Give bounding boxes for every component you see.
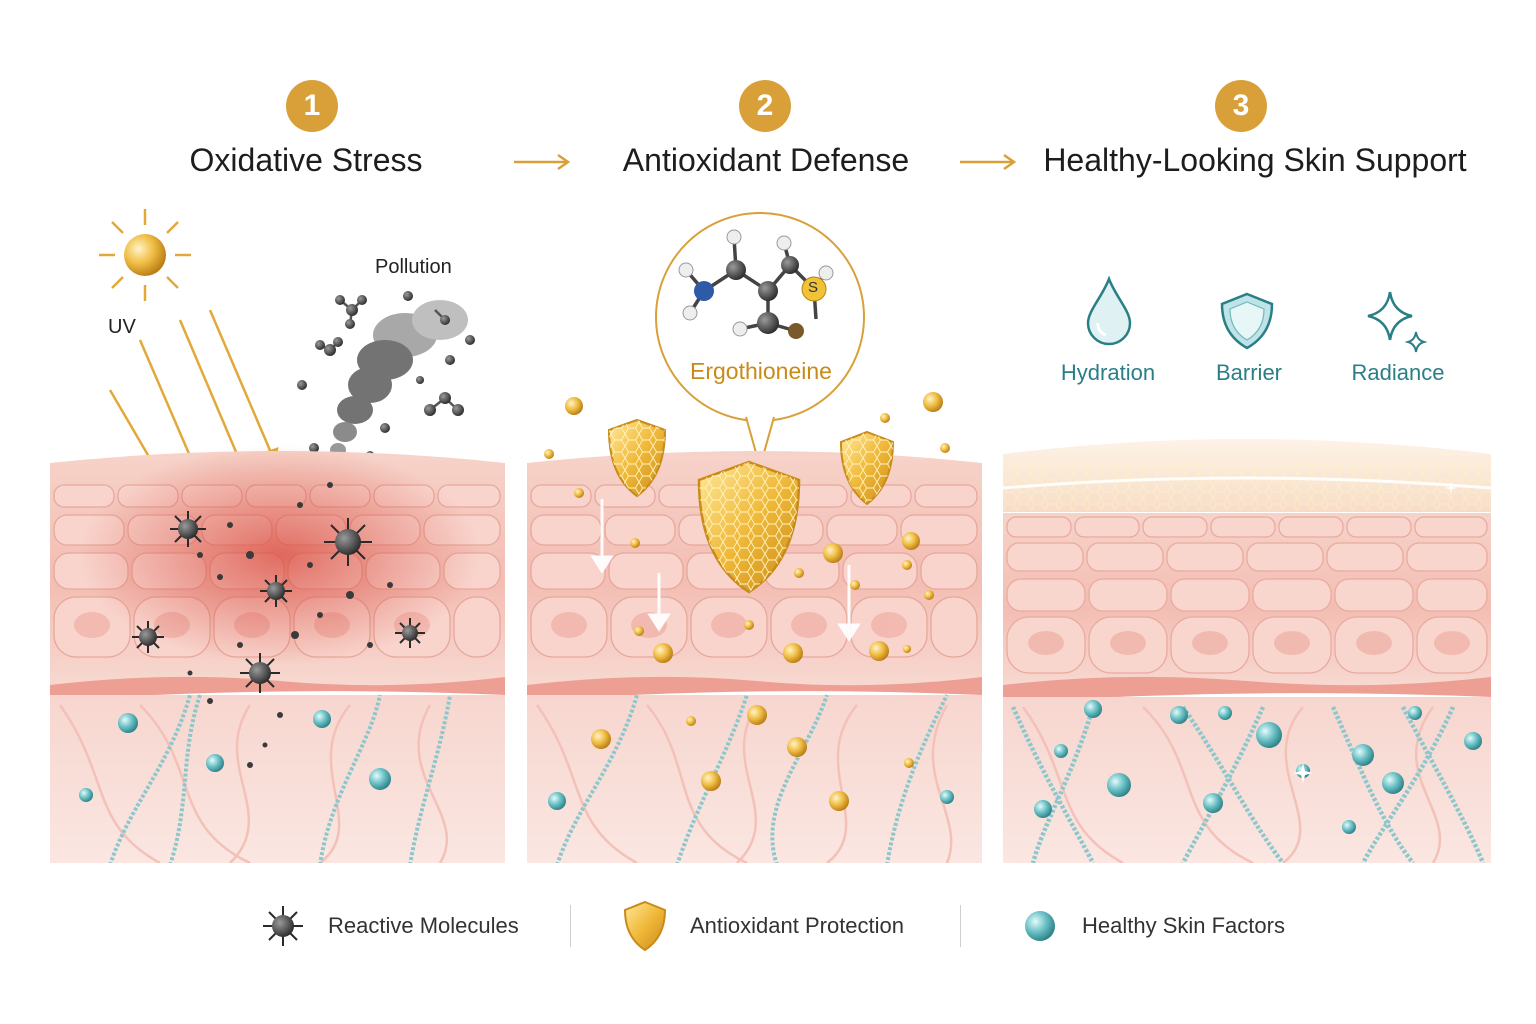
radiance-sparkle-icon: [1367, 291, 1428, 353]
flow-arrow-2: [960, 153, 1017, 171]
sulfur-symbol: S: [808, 279, 819, 296]
legend-divider-2: [960, 905, 961, 947]
step-3-badge: 3: [1215, 80, 1267, 132]
legend-item-reactive: Reactive Molecules: [260, 905, 519, 947]
flow-arrow-1: [514, 153, 571, 171]
teal-sphere-icon: [1025, 911, 1055, 941]
skin-panel-stress: [50, 445, 505, 863]
benefit-barrier-label: Barrier: [1215, 360, 1283, 385]
shield-icon: [623, 900, 667, 952]
skin-panel-healthy: [1003, 439, 1491, 863]
shield-small-right: [839, 430, 895, 506]
legend-label-reactive: Reactive Molecules: [328, 913, 519, 938]
reactive-molecule-icon: [263, 906, 303, 946]
legend-label-healthy: Healthy Skin Factors: [1082, 913, 1285, 938]
hydration-icon: [1086, 275, 1132, 346]
pollution-label: Pollution: [375, 256, 452, 278]
ergothioneine-label: Ergothioneine: [690, 358, 832, 384]
legend-item-antioxidant: Antioxidant Protection: [622, 900, 905, 952]
shield-small-left: [607, 418, 667, 498]
ergothioneine-callout: [655, 212, 865, 471]
legend-divider-1: [570, 905, 571, 947]
barrier-shield-icon: [1220, 292, 1274, 350]
skin-panel-defense: [527, 392, 982, 863]
sun-icon: [99, 209, 191, 301]
legend-item-healthy: Healthy Skin Factors: [1020, 905, 1285, 947]
benefit-hydration-label: Hydration: [1060, 360, 1156, 385]
legend-label-antioxidant: Antioxidant Protection: [690, 913, 905, 938]
shield-large-center: [697, 460, 801, 594]
step-1-badge: 1: [286, 80, 338, 132]
step-2-badge: 2: [739, 80, 791, 132]
step-1-title: Oxidative Stress: [189, 142, 423, 178]
pollution-cloud: [297, 291, 475, 459]
uv-label: UV: [108, 316, 136, 338]
step-2-title: Antioxidant Defense: [622, 142, 910, 178]
step-3-title: Healthy-Looking Skin Support: [1043, 142, 1467, 178]
benefit-radiance-label: Radiance: [1351, 360, 1445, 385]
reactive-molecules-group: [132, 511, 425, 693]
